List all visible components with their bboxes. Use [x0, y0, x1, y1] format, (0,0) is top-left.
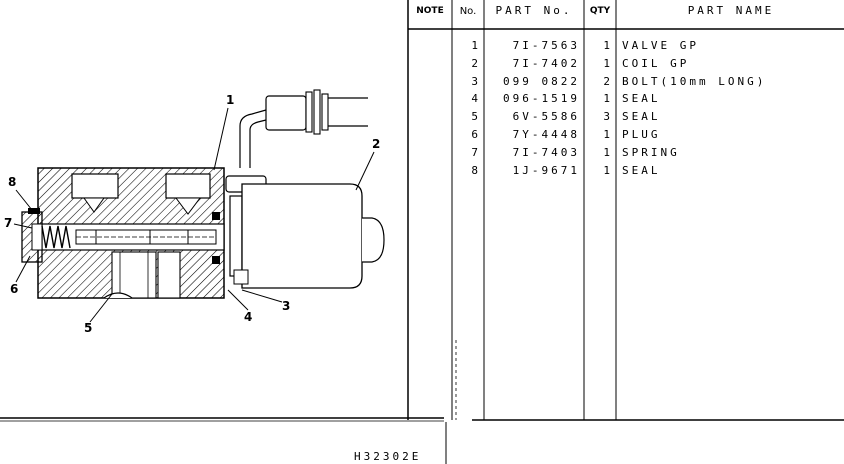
table-row: 3 099 0822 2 BOLT(10mm LONG) [0, 73, 844, 90]
row-qty: 2 [603, 74, 610, 88]
callout-5: 5 [84, 321, 93, 335]
coil-group [225, 175, 385, 289]
header-part-name: PART NAME [687, 4, 775, 17]
row-part-no: 7I-7402 [512, 56, 580, 70]
callout-1: 1 [226, 93, 235, 107]
row-no: 6 [471, 128, 478, 141]
row-no: 1 [471, 39, 478, 52]
callout-4: 4 [244, 310, 253, 324]
callout-6: 6 [10, 282, 19, 296]
header-no: No. [459, 6, 477, 17]
drawing-code: H32302E [354, 450, 422, 463]
row-part-no: 096-1519 [503, 92, 580, 106]
row-qty: 1 [603, 145, 610, 159]
table-row: 7 7I-7403 1 SPRING [0, 144, 844, 161]
table-row: 6 7Y-4448 1 PLUG [0, 126, 844, 143]
callout-7: 7 [4, 216, 13, 230]
row-part-name: COIL GP [622, 56, 690, 70]
row-part-name: SPRING [622, 145, 680, 159]
row-part-name: VALVE GP [622, 39, 699, 52]
row-qty: 3 [603, 110, 610, 124]
row-part-name: SEAL [622, 92, 661, 106]
plug-and-spring [21, 208, 71, 263]
row-part-no: 7Y-4448 [512, 128, 580, 141]
row-no: 2 [471, 56, 478, 70]
table-row: 5 6V-5586 3 SEAL [0, 108, 844, 125]
row-part-name: SEAL [622, 110, 661, 124]
row-part-name: SEAL [622, 163, 661, 177]
row-no: 4 [471, 92, 478, 106]
row-qty: 1 [603, 92, 610, 106]
callout-8: 8 [8, 175, 17, 189]
row-qty: 1 [603, 128, 610, 141]
header-qty: QTY [589, 6, 611, 16]
row-part-no: 7I-7403 [512, 145, 580, 159]
coil-lead-wire [239, 89, 368, 168]
row-no: 5 [471, 110, 478, 124]
row-no: 3 [471, 74, 478, 88]
row-no: 7 [471, 145, 478, 159]
row-part-no: 7I-7563 [512, 39, 580, 52]
callout-2: 2 [372, 137, 381, 151]
row-no: 8 [471, 163, 478, 177]
row-part-no: 6V-5586 [512, 110, 580, 124]
valve-body [37, 167, 225, 299]
row-part-no: 099 0822 [503, 74, 580, 88]
row-qty: 1 [603, 56, 610, 70]
header-part-no: PART No. [495, 4, 573, 17]
row-part-name: BOLT(10mm LONG) [622, 74, 767, 88]
table-row: 4 096-1519 1 SEAL [0, 90, 844, 107]
callout-3: 3 [282, 299, 291, 313]
table-row: 2 7I-7402 1 COIL GP [0, 55, 844, 72]
leader-lines [13, 107, 375, 323]
table-row: 8 1J-9671 1 SEAL [0, 162, 844, 179]
row-qty: 1 [603, 163, 610, 177]
header-note: NOTE [416, 6, 444, 16]
table-row: 1 7I-7563 1 VALVE GP [0, 37, 844, 54]
row-part-name: PLUG [622, 128, 661, 141]
row-qty: 1 [603, 39, 610, 52]
row-part-no: 1J-9671 [512, 163, 580, 177]
